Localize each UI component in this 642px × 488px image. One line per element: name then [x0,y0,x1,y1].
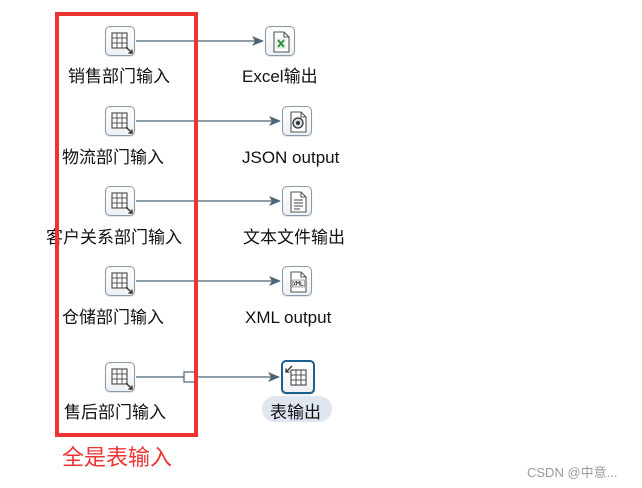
json-output-icon [290,111,307,133]
table-input-icon [111,368,133,390]
xml-file-icon [290,271,307,293]
excel-output-label: Excel输出 [242,67,318,86]
table-input-icon [111,192,133,214]
warehouse-input-label: 仓储部门输入 [62,308,164,327]
sales-input-label: 销售部门输入 [68,67,170,86]
input-steps-highlight-box [55,12,198,437]
text-output-step-icon[interactable] [282,186,312,216]
table-input-icon [111,112,133,134]
table-output-label: 表输出 [270,403,321,422]
table-output-label-highlight [262,396,332,422]
after-sales-input-step-icon[interactable] [105,362,135,392]
table-input-icon [111,32,133,54]
annotation-text: 全是表输入 [62,445,173,470]
xml-output-label: XML output [245,308,332,327]
text-output-label: 文本文件输出 [243,228,345,247]
json-output-label: JSON output [242,148,340,167]
json-output-step-icon[interactable] [282,106,312,136]
after-sales-input-label: 售后部门输入 [64,403,166,422]
watermark-text: CSDN @中意... [527,465,618,480]
text-file-icon [290,191,307,213]
sales-input-step-icon[interactable] [105,26,135,56]
table-output-icon [285,365,307,386]
logistics-input-label: 物流部门输入 [62,148,164,167]
excel-output-step-icon[interactable] [265,26,295,56]
crm-input-step-icon[interactable] [105,186,135,216]
table-output-step-icon[interactable] [281,360,315,394]
xml-output-step-icon[interactable] [282,266,312,296]
table-input-icon [111,272,133,294]
crm-input-label: 客户关系部门输入 [46,228,182,247]
warehouse-input-step-icon[interactable] [105,266,135,296]
excel-file-icon [273,31,290,53]
logistics-input-step-icon[interactable] [105,106,135,136]
